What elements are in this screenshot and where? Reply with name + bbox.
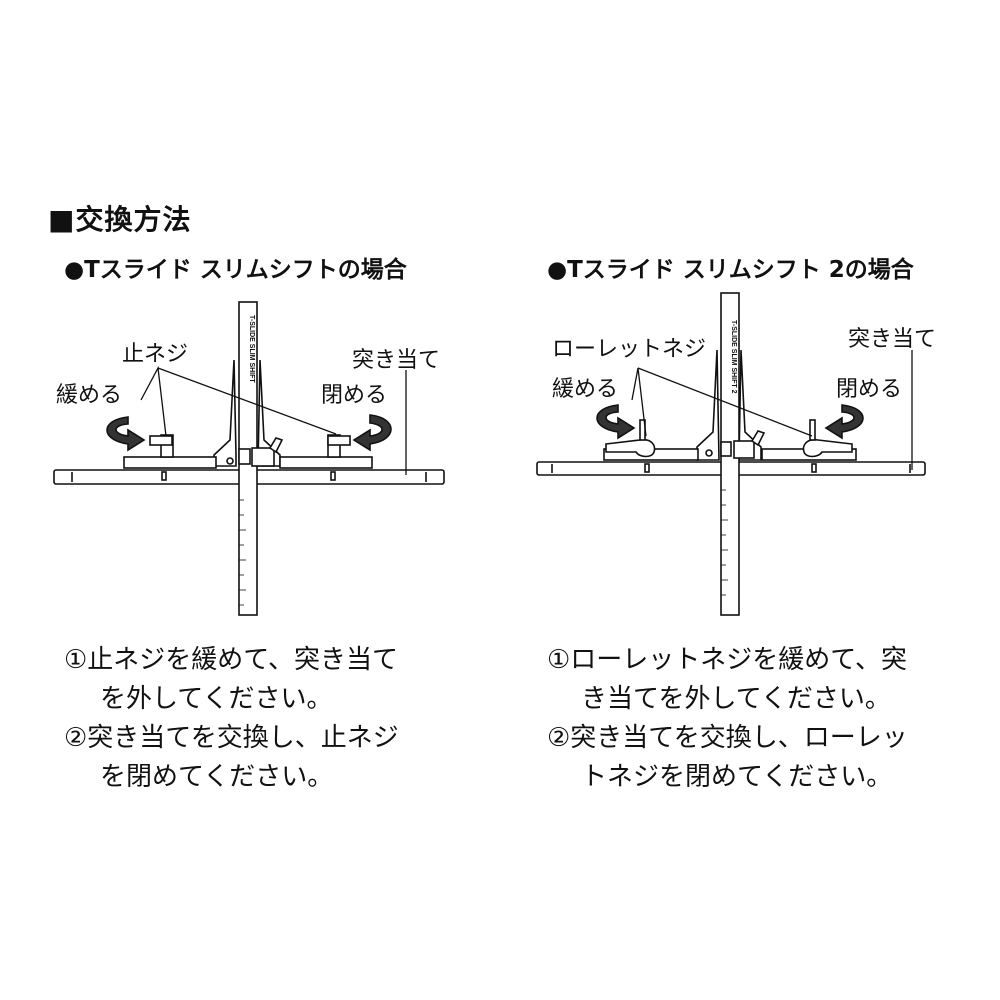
right-step-1-line2: き当てを外してください。 (581, 684, 891, 714)
left-step-2-line1: ②突き当てを交換し、止ネジ (64, 723, 399, 753)
ruler-label: T-SLIDE SLIM SHIFT (248, 315, 255, 383)
left-step-1-line1: ①止ネジを緩めて、突き当て (64, 645, 399, 675)
right-step-2: ②突き当てを交換し、ローレッ トネジを閉めてください。 (547, 719, 908, 797)
left-step-1: ①止ネジを緩めて、突き当て を外してください。 (64, 641, 398, 719)
right-tslide-diagram: T-SLIDE SLIM SHIFT 2 (536, 292, 926, 616)
right-step-2-line1: ②突き当てを交換し、ローレッ (547, 723, 908, 753)
loosen-arrow-icon (106, 416, 146, 452)
right-step-2-line2: トネジを閉めてください。 (581, 762, 893, 792)
tighten-arrow-icon (824, 404, 864, 440)
left-step-2: ②突き当てを交換し、止ネジ を閉めてください。 (64, 719, 399, 797)
left-label-loosen: 緩める (56, 383, 123, 408)
right-step-1: ①ローレットネジを緩めて、突 き当てを外してください。 (547, 641, 907, 719)
right-label-screw: ローレットネジ (552, 337, 707, 362)
right-label-tighten: 閉める (836, 377, 903, 402)
left-label-tighten: 閉める (321, 383, 388, 408)
right-label-stopper: 突き当て (848, 327, 937, 352)
right-label-loosen: 緩める (552, 377, 619, 402)
loosen-arrow-icon (596, 404, 636, 440)
left-label-stopper: 突き当て (352, 348, 441, 373)
ruler-label: T-SLIDE SLIM SHIFT 2 (730, 320, 737, 394)
right-section-title: ●Tスライド スリムシフト 2の場合 (547, 257, 914, 283)
left-label-screw: 止ネジ (122, 342, 189, 367)
left-tslide-diagram: T-SLIDE SLIM SHIFT (53, 301, 445, 616)
left-section-title: ●Tスライド スリムシフトの場合 (64, 257, 407, 283)
right-step-1-line1: ①ローレットネジを緩めて、突 (547, 645, 908, 675)
left-step-2-line2: を閉めてください。 (100, 762, 334, 792)
tighten-arrow-icon (352, 414, 392, 452)
left-step-1-line2: を外してください。 (100, 684, 333, 714)
page-heading: ■交換方法 (48, 203, 192, 236)
